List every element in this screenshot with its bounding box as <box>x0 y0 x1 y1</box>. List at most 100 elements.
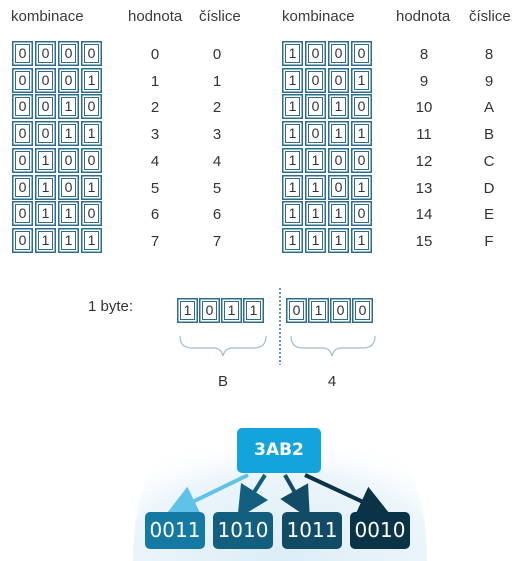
nibble-box-2: 1010 <box>213 512 273 549</box>
bit-box: 1 <box>285 124 300 144</box>
bit-box: 1 <box>285 150 300 170</box>
byte-label: 1 byte: <box>88 298 134 315</box>
arrow-4 <box>304 473 391 516</box>
bit-box: 0 <box>308 70 323 90</box>
bit-box: 1 <box>38 230 53 250</box>
value-cell: 1 <box>150 72 160 90</box>
digit-cell: 9 <box>484 72 494 90</box>
bit-box: 0 <box>84 150 99 170</box>
bit-box: 1 <box>354 177 369 197</box>
bit-box: 0 <box>38 124 53 144</box>
bit-box: 0 <box>61 70 76 90</box>
bit-box: 1 <box>354 124 369 144</box>
bit-box: 0 <box>15 124 30 144</box>
bit-box: 1 <box>331 230 346 250</box>
value-cell: 9 <box>419 72 429 90</box>
digit-cell: 7 <box>212 232 222 250</box>
bit-box: 1 <box>308 150 323 170</box>
bit-box: 1 <box>331 124 346 144</box>
digit-cell: 6 <box>212 206 222 224</box>
bit-box: 0 <box>15 70 30 90</box>
value-cell: 10 <box>415 99 433 117</box>
bit-box: 1 <box>285 177 300 197</box>
arrow-3 <box>280 474 310 519</box>
left-header-digit: číslice <box>199 8 241 25</box>
left-header-value: hodnota <box>128 8 183 25</box>
bit-box: 0 <box>354 204 369 224</box>
value-cell: 0 <box>150 46 160 63</box>
digit-cell: 4 <box>212 152 222 170</box>
byte-bit-box: 1 <box>180 301 195 320</box>
bit-box: 0 <box>38 44 53 63</box>
bit-box: 1 <box>285 204 300 224</box>
bit-box: 1 <box>308 230 323 250</box>
bit-box: 0 <box>308 44 323 63</box>
bit-box: 0 <box>308 97 323 117</box>
bit-box: 1 <box>84 177 99 197</box>
bit-box: 0 <box>354 150 369 170</box>
bit-box: 0 <box>331 70 346 90</box>
digit-cell: B <box>483 126 494 144</box>
bit-box: 0 <box>84 97 99 117</box>
digit-cell: 2 <box>212 99 222 117</box>
bit-box: 0 <box>61 177 76 197</box>
digit-cell: 8 <box>484 46 494 63</box>
bit-box: 1 <box>61 230 76 250</box>
bit-box: 0 <box>15 97 30 117</box>
value-cell: 12 <box>415 152 433 170</box>
nibble-box-4: 0010 <box>350 512 410 549</box>
digit-cell: 5 <box>212 179 222 197</box>
value-cell: 5 <box>150 179 160 197</box>
bit-box: 0 <box>84 44 99 63</box>
arrow-1 <box>165 473 249 516</box>
bit-box: 0 <box>331 177 346 197</box>
bit-box: 0 <box>15 44 30 63</box>
bit-box: 0 <box>15 230 30 250</box>
bit-box: 0 <box>15 177 30 197</box>
bit-box: 1 <box>84 70 99 90</box>
bit-box: 1 <box>354 230 369 250</box>
bit-box: 1 <box>61 97 76 117</box>
byte-bit-box: 0 <box>289 301 304 320</box>
bit-box: 1 <box>84 230 99 250</box>
value-cell: 14 <box>415 206 433 224</box>
hex-value: 3AB2 <box>237 428 321 473</box>
byte-bit-box: 1 <box>224 301 239 320</box>
bit-box: 1 <box>308 204 323 224</box>
digit-cell: C <box>483 152 495 170</box>
bit-box: 1 <box>331 97 346 117</box>
bit-box: 1 <box>354 70 369 90</box>
right-header-combination: kombinace <box>282 8 355 25</box>
value-cell: 6 <box>150 206 160 224</box>
byte-bit-box: 0 <box>355 301 370 320</box>
digit-cell: E <box>483 206 494 224</box>
byte-bit-box: 0 <box>202 301 217 320</box>
bit-box: 0 <box>331 44 346 63</box>
bit-box: 1 <box>285 44 300 63</box>
high-nibble-hex: B <box>217 373 228 390</box>
bit-box: 1 <box>308 177 323 197</box>
bit-box: 1 <box>331 204 346 224</box>
value-cell: 2 <box>150 99 160 117</box>
bit-box: 1 <box>38 150 53 170</box>
value-cell: 3 <box>150 126 160 144</box>
value-cell: 4 <box>150 152 160 170</box>
value-cell: 15 <box>415 232 433 250</box>
right-header-digit: číslice <box>469 8 511 25</box>
value-cell: 13 <box>415 179 433 197</box>
bit-box: 0 <box>38 70 53 90</box>
bit-box: 0 <box>308 124 323 144</box>
digit-cell: A <box>483 99 494 117</box>
bit-box: 1 <box>38 204 53 224</box>
right-header-value: hodnota <box>396 8 451 25</box>
bit-box: 0 <box>331 150 346 170</box>
